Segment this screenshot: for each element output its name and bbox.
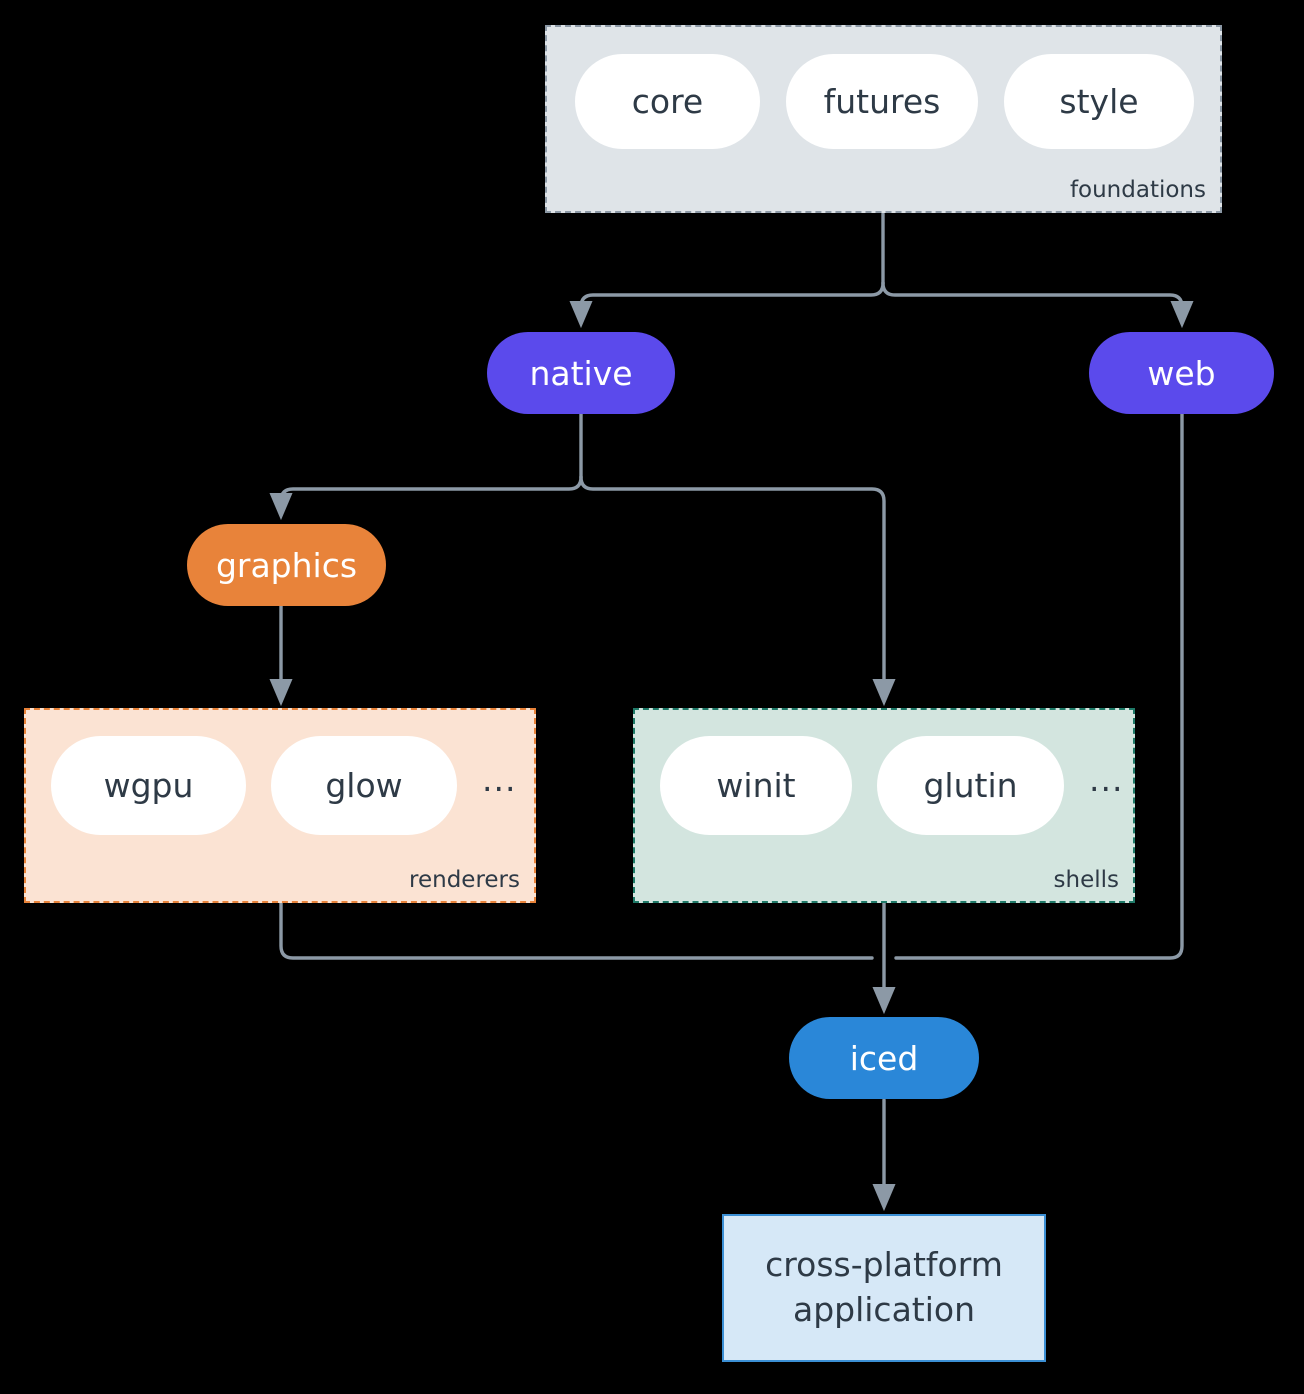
edge-native-to-shells bbox=[579, 475, 896, 707]
renderers-ellipsis: ... bbox=[482, 760, 517, 799]
edge-renderers-to-merge bbox=[279, 901, 874, 960]
edge-native-to-graphics bbox=[269, 475, 583, 521]
chip-glutin[interactable]: glutin bbox=[877, 736, 1064, 835]
chip-wgpu[interactable]: wgpu bbox=[51, 736, 246, 835]
group-renderers: wgpu glow ... renderers bbox=[24, 708, 536, 903]
group-shells: winit glutin ... shells bbox=[633, 708, 1135, 903]
chip-glow[interactable]: glow bbox=[271, 736, 457, 835]
group-label-renderers: renderers bbox=[409, 867, 520, 893]
group-label-shells: shells bbox=[1053, 867, 1119, 893]
application-label-line1: cross-platform bbox=[765, 1245, 1003, 1285]
application-label-line2: application bbox=[792, 1290, 976, 1329]
shells-chip-row: winit glutin ... bbox=[635, 736, 1133, 835]
group-label-foundations: foundations bbox=[1069, 177, 1206, 203]
edge-foundations-to-native bbox=[569, 281, 885, 329]
node-iced[interactable]: iced bbox=[789, 1017, 979, 1099]
chip-futures[interactable]: futures bbox=[786, 54, 978, 149]
node-graphics[interactable]: graphics bbox=[187, 524, 386, 606]
shells-ellipsis: ... bbox=[1089, 760, 1124, 799]
node-application[interactable]: cross-platform application bbox=[722, 1214, 1046, 1362]
chip-core[interactable]: core bbox=[575, 54, 760, 149]
chip-style[interactable]: style bbox=[1004, 54, 1194, 149]
edge-foundations-to-web bbox=[881, 281, 1194, 329]
renderers-chip-row: wgpu glow ... bbox=[26, 736, 534, 835]
chip-winit[interactable]: winit bbox=[660, 736, 852, 835]
node-web[interactable]: web bbox=[1089, 332, 1274, 414]
node-native[interactable]: native bbox=[487, 332, 675, 414]
group-foundations: core futures style foundations bbox=[545, 25, 1222, 213]
foundations-chip-row: core futures style bbox=[547, 54, 1220, 149]
